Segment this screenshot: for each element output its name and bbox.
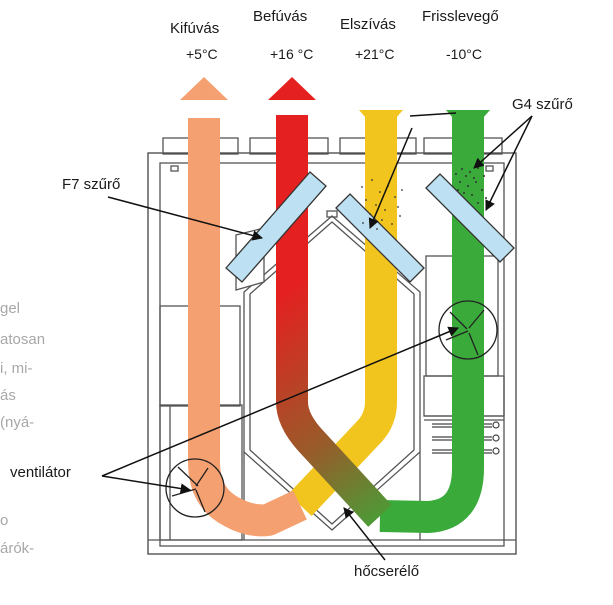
- g4-filter-fresh: [425, 173, 515, 263]
- air-streams: [188, 110, 484, 537]
- arrow-heads: [180, 77, 490, 135]
- kifuvas-arrow-icon: [180, 77, 228, 100]
- side-text-3: i, mi-: [0, 360, 33, 377]
- f7-filter: [225, 171, 327, 283]
- fan-left-icon: [165, 458, 225, 518]
- side-text-1: gel: [0, 300, 21, 317]
- ventilator-label: ventilátor: [10, 464, 71, 481]
- side-text-7: árók-: [0, 540, 35, 557]
- callout-lines: [101, 112, 533, 561]
- side-text-6: o: [0, 512, 9, 529]
- side-text-4: ás: [0, 387, 16, 404]
- frisslevego-temp: -10°C: [446, 46, 482, 62]
- befuvas-temp: +16 °C: [270, 46, 314, 62]
- elszivas-arrow-icon: [359, 110, 403, 135]
- fan-right-icon: [438, 300, 498, 360]
- kifuvas-temp: +5°C: [186, 46, 218, 62]
- side-text-2: atosan: [0, 331, 46, 348]
- side-text-5: (nyá-: [0, 414, 35, 431]
- befuvas-arrow-icon: [268, 77, 316, 100]
- kifuvas-label: Kifúvás: [170, 20, 220, 37]
- filters: [225, 171, 515, 283]
- g4-filter-label: G4 szűrő: [512, 96, 573, 113]
- frisslevego-label: Frisslevegő: [422, 8, 499, 25]
- befuvas-label: Befúvás: [253, 8, 308, 25]
- elszivas-temp: +21°C: [355, 46, 395, 62]
- hocserelo-label: hőcserélő: [354, 563, 420, 580]
- dust-particles: [361, 167, 487, 230]
- f7-filter-label: F7 szűrő: [62, 176, 121, 193]
- elszivas-label: Elszívás: [340, 16, 396, 33]
- g4-filter-exhaust: [335, 193, 425, 283]
- frisslevego-arrow-icon: [446, 110, 490, 135]
